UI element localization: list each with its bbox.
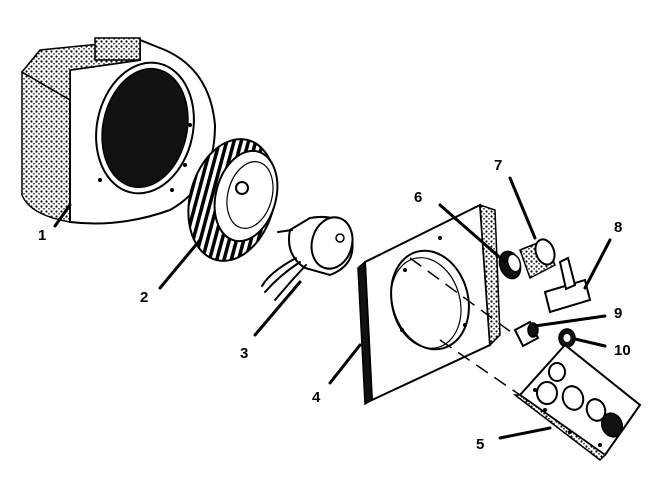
leader-lines: [53, 176, 612, 440]
callout-2: 2: [140, 289, 148, 306]
mounting-plate: [357, 203, 501, 406]
leader-5: [498, 426, 552, 440]
leader-9: [533, 314, 607, 328]
blower-motor: [261, 216, 354, 301]
callout-8: 8: [614, 219, 622, 236]
callout-5: 5: [476, 436, 484, 453]
assembly-lines: [409, 257, 521, 396]
capacitor: [519, 238, 556, 280]
leader-7: [508, 176, 537, 240]
callout-10: 10: [614, 342, 631, 359]
callout-9: 9: [614, 305, 622, 322]
callout-6: 6: [414, 189, 422, 206]
leader-8: [583, 238, 612, 290]
callout-labels: 1 2 3 4 5 6 7 8 9 10: [38, 157, 631, 453]
leader-3: [253, 280, 302, 337]
bracket: [543, 256, 592, 314]
blower-housing: [20, 37, 217, 225]
callout-4: 4: [312, 389, 321, 406]
leader-6: [438, 203, 507, 264]
capacitor-bracket: [498, 250, 522, 280]
leader-10: [573, 337, 607, 348]
nut: [558, 328, 576, 348]
leader-2: [158, 238, 202, 290]
callout-3: 3: [240, 345, 248, 362]
fitting: [513, 320, 540, 348]
blower-wheel: [187, 138, 279, 262]
callout-7: 7: [494, 157, 502, 174]
callout-1: 1: [38, 227, 46, 244]
leader-1: [53, 203, 72, 228]
cover-plate: [512, 343, 642, 461]
leader-4: [328, 343, 362, 385]
